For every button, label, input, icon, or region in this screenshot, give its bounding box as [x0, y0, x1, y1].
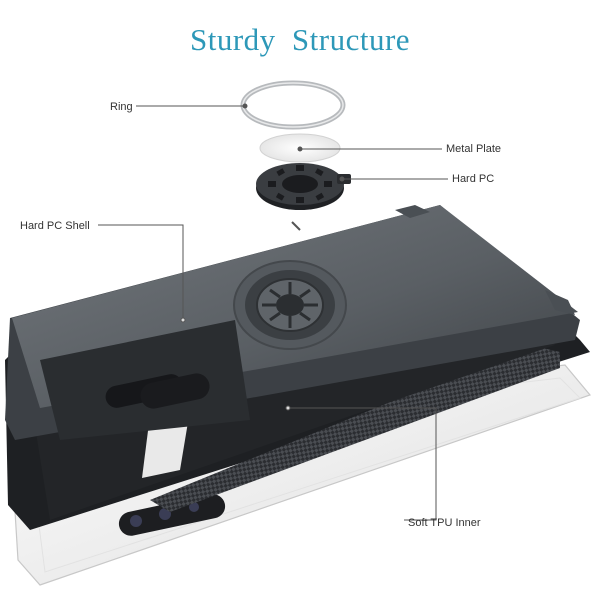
ring-label: Ring [110, 101, 133, 113]
leader-lines [98, 103, 448, 521]
hard-pc-disk [256, 163, 351, 231]
hard-pc-shell [5, 205, 580, 440]
shell-ring-holder [233, 260, 347, 350]
metal-plate-label: Metal Plate [446, 143, 502, 155]
hard-pc-shell-label: Hard PC Shell [20, 220, 90, 232]
hard-pc-label: Hard PC [452, 173, 495, 185]
page-title: Sturdy Structure [189, 22, 411, 57]
leader-hard-pc-shell [98, 224, 184, 320]
phone-camera [118, 494, 226, 536]
leader-soft-tpu [288, 407, 437, 521]
soft-tpu-inner-label: Soft TPU Inner [408, 517, 481, 529]
